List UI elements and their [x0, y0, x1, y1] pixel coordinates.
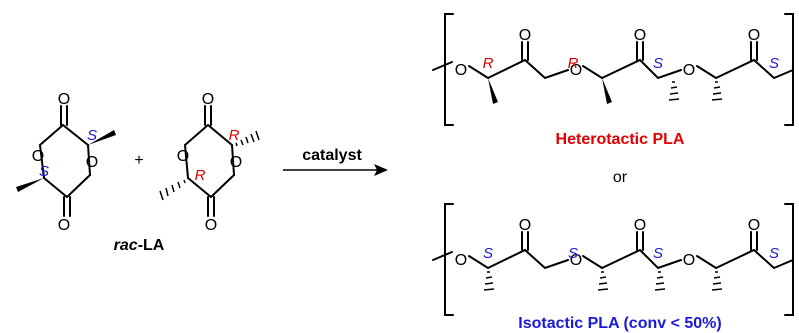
isotactic-polymer: O O O O O O S S S S — [432, 203, 794, 316]
carbonyl-oxygen: O — [634, 217, 646, 234]
reagent-label: catalyst — [302, 147, 362, 164]
stereo-label: S — [769, 55, 779, 72]
stereo-label: R — [229, 127, 240, 144]
stereo-label: S — [568, 245, 578, 262]
alternative-label: or — [613, 169, 628, 186]
carbonyl-oxygen: O — [748, 27, 760, 44]
ester-oxygen: O — [570, 62, 582, 79]
ester-oxygen: O — [570, 252, 582, 269]
heterotactic-polymer: O O O O O O R R S S — [432, 13, 794, 126]
isotactic-title: Isotactic PLA (conv < 50%) — [518, 315, 721, 332]
carbonyl-oxygen: O — [748, 217, 760, 234]
stereo-label: S — [87, 127, 97, 144]
monomer-label: rac-LA — [114, 237, 165, 254]
heterotactic-title: Heterotactic PLA — [556, 131, 685, 148]
monomer-label-prefix: rac — [114, 237, 138, 254]
stereo-label: S — [653, 55, 663, 72]
stereo-label: S — [483, 245, 493, 262]
ring-oxygen: O — [230, 154, 242, 171]
stereo-label: S — [39, 163, 49, 180]
plus-sign: + — [134, 152, 143, 169]
ring-oxygen: O — [32, 148, 44, 165]
stereo-label: R — [195, 167, 206, 184]
stereo-label: S — [653, 245, 663, 262]
carbonyl-oxygen: O — [58, 217, 70, 234]
monomer-rr: O O O O R R — [159, 91, 260, 234]
ester-oxygen: O — [455, 252, 467, 269]
ester-oxygen: O — [683, 62, 695, 79]
monomer-label-suffix: -LA — [138, 237, 165, 254]
ester-oxygen: O — [455, 62, 467, 79]
monomer-ss: O O O O S S — [16, 91, 116, 234]
carbonyl-oxygen: O — [519, 217, 531, 234]
ester-oxygen: O — [683, 252, 695, 269]
stereo-label: R — [568, 55, 579, 72]
reaction-arrow — [283, 164, 388, 176]
carbonyl-oxygen: O — [58, 91, 70, 108]
ring-oxygen: O — [177, 148, 189, 165]
stereo-label: R — [483, 55, 494, 72]
carbonyl-oxygen: O — [205, 217, 217, 234]
carbonyl-oxygen: O — [519, 27, 531, 44]
stereo-label: S — [769, 245, 779, 262]
ring-oxygen: O — [86, 154, 98, 171]
carbonyl-oxygen: O — [634, 27, 646, 44]
carbonyl-oxygen: O — [202, 91, 214, 108]
